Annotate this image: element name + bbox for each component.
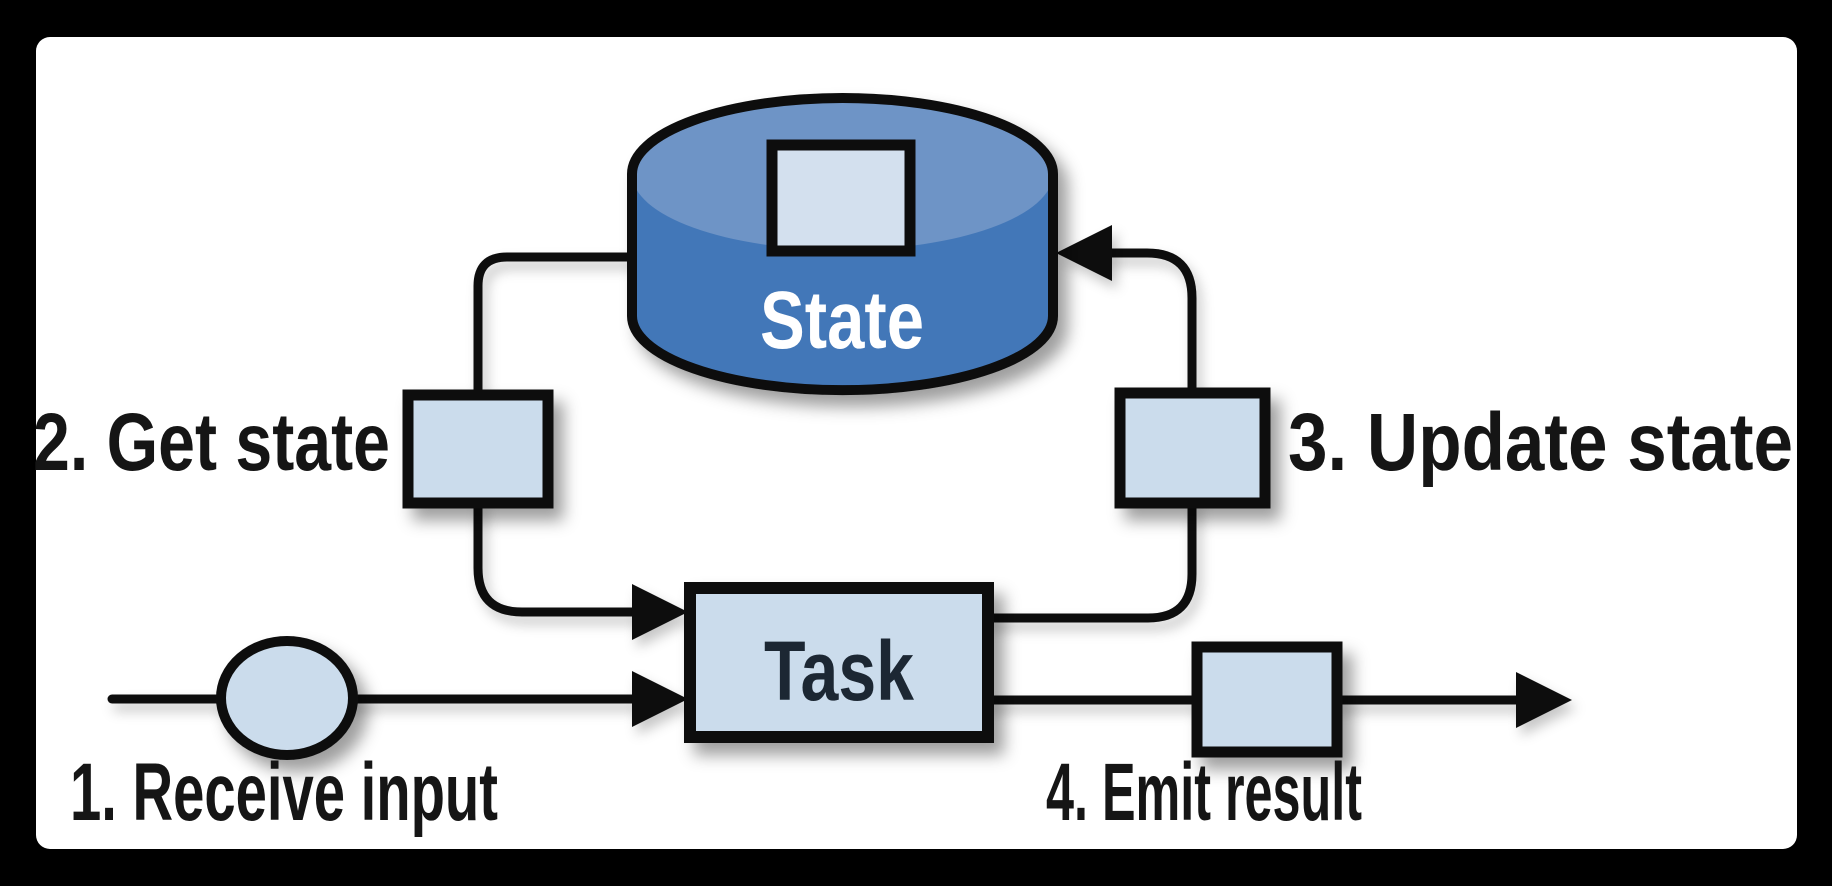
- arrowhead-emit-output-icon: [1516, 672, 1572, 728]
- task-label: Task: [764, 624, 914, 718]
- get-state-event-square: [402, 389, 554, 509]
- arrowhead-getstate-into-task-icon: [632, 584, 688, 640]
- arrowhead-input-into-task-icon: [632, 671, 688, 727]
- get-state-connector-bottom: [473, 498, 641, 617]
- state-cylinder: [627, 93, 1058, 396]
- update-state-event-square: [1114, 387, 1271, 509]
- state-label: State: [760, 275, 924, 366]
- step-label-get-state: 2. Get state: [33, 397, 390, 488]
- get-state-connector-top: [473, 252, 637, 400]
- step-label-receive-input: 1. Receive input: [70, 747, 498, 838]
- state-record-square: [766, 139, 916, 257]
- step-label-emit-result: 4. Emit result: [1046, 747, 1362, 838]
- arrowhead-into-state-icon: [1056, 225, 1112, 281]
- update-state-connector-top: [1103, 248, 1197, 398]
- input-event-circle: [216, 636, 358, 760]
- update-state-connector-bottom: [983, 498, 1197, 623]
- step-label-update-state: 3. Update state: [1288, 397, 1793, 488]
- state-cylinder-outline: [627, 93, 1058, 396]
- emit-result-event-square: [1191, 641, 1343, 758]
- task-box: [684, 582, 994, 743]
